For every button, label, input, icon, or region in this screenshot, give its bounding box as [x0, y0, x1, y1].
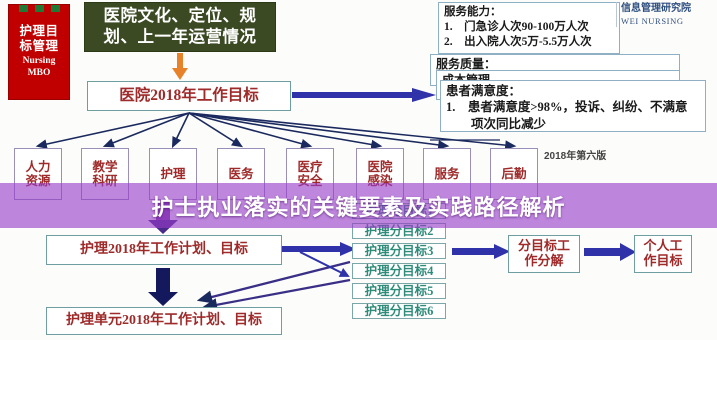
hospital-context-box: 医院文化、定位、规 划、上一年运营情况 — [84, 2, 276, 52]
mbo-title-en: Nursing MBO — [22, 55, 56, 79]
card-tab-right — [51, 5, 60, 12]
institute-watermark: 信息管理研究院 WEI NURSING — [616, 2, 717, 27]
nursing-2018-plan-box: 护理2018年工作计划、目标 — [46, 235, 282, 265]
watermark-en: WEI NURSING — [621, 15, 684, 26]
card-tab-mid — [35, 5, 44, 12]
overlay-title-text: 护士执业落实的关键要素及实践路径解析 — [151, 195, 566, 221]
footer-whitespace — [0, 340, 717, 400]
panel-service-capacity: 服务能力： 1. 门急诊人次90-100万人次 2. 出入院人次5万-5.5万人… — [438, 2, 620, 54]
nursing-unit-2018-plan-box: 护理单元2018年工作计划、目标 — [46, 307, 282, 335]
card-tab-left — [19, 5, 28, 12]
nursing-mbo-card: 护理目 标管理 Nursing MBO — [8, 4, 70, 100]
subgoal-decomposition-box: 分目标工 作分解 — [508, 235, 580, 273]
orange-down-arrow-icon — [172, 53, 188, 80]
panel-patient-satisfaction: 患者满意度： 1. 患者满意度>98%，投诉、纠纷、不满意 项次同比减少 — [440, 80, 706, 132]
title-banner-overlay: 护士执业落实的关键要素及实践路径解析 — [0, 183, 717, 228]
personal-goal-box: 个人工 作目标 — [634, 235, 692, 273]
subgoal-box-3: 护理分目标3 — [352, 243, 446, 259]
version-caption: 2018年第六版 — [544, 151, 607, 162]
subgoal-box-5: 护理分目标5 — [352, 283, 446, 299]
watermark-cn: 信息管理研究院 — [621, 3, 691, 14]
hospital-2018-goal-box: 医院2018年工作目标 — [87, 81, 291, 111]
mbo-title-cn: 护理目 标管理 — [19, 24, 59, 54]
subgoal-box-6: 护理分目标6 — [352, 303, 446, 319]
slide-canvas: 护理目 标管理 Nursing MBO 医院文化、定位、规 划、上一年运营情况 … — [0, 2, 717, 335]
subgoal-box-4: 护理分目标4 — [352, 263, 446, 279]
